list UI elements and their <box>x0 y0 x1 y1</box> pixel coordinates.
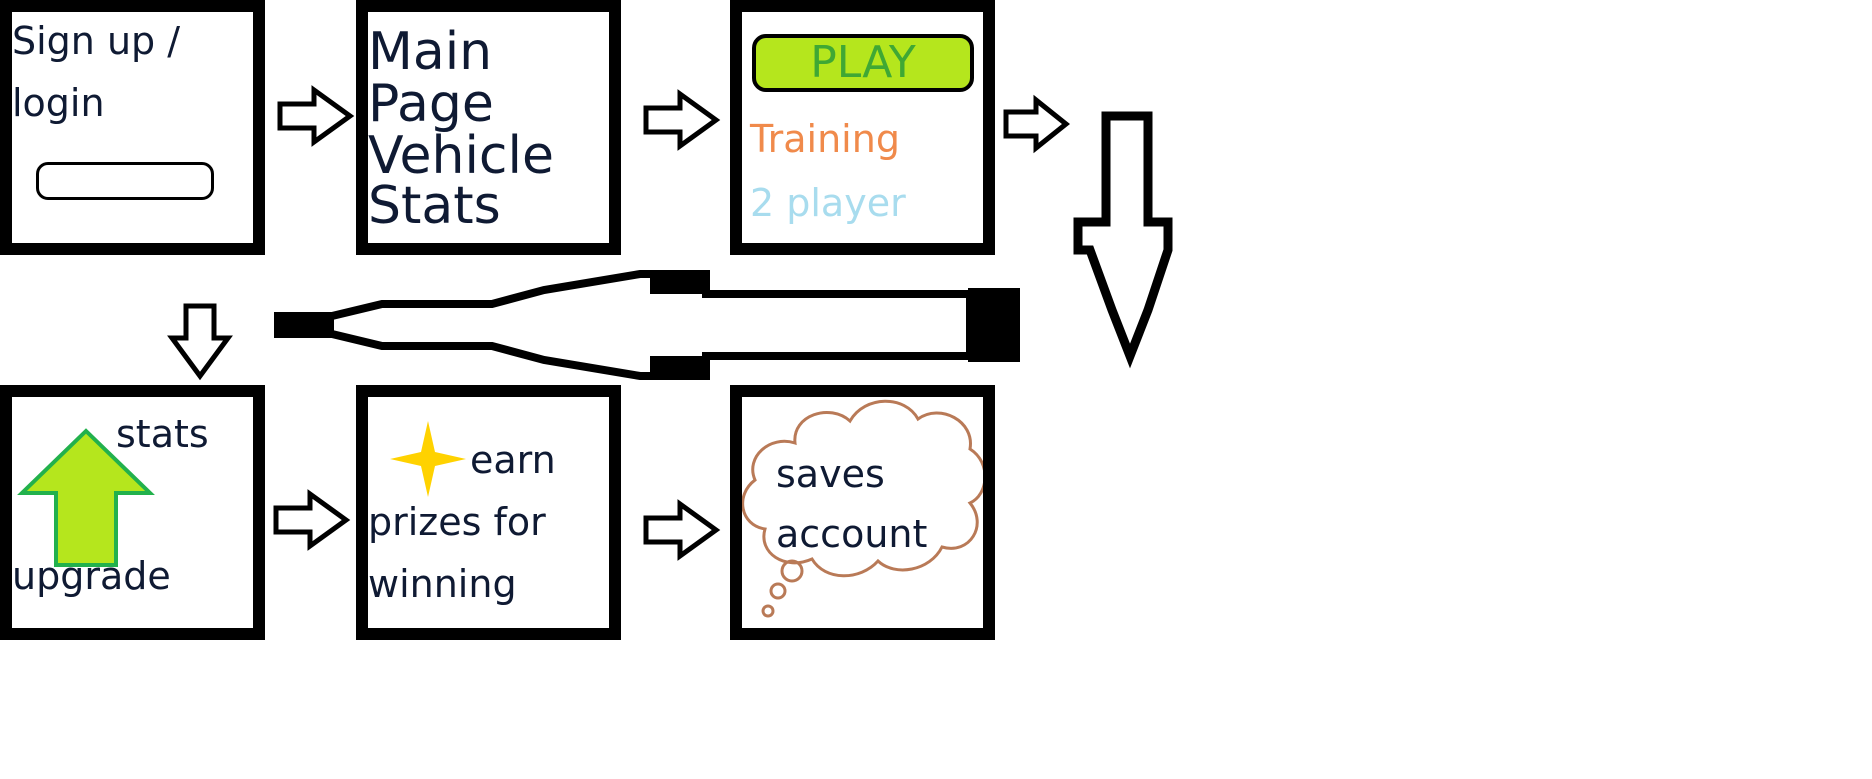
signup-label-line1: Sign up / <box>12 19 181 63</box>
arrow-right-icon <box>643 499 721 561</box>
prizes-line3: winning <box>368 562 517 606</box>
login-input-field[interactable] <box>36 162 214 200</box>
play-button-label: PLAY <box>810 37 916 88</box>
star-icon <box>390 421 466 497</box>
arrow-right-icon <box>1003 94 1071 154</box>
main-page-line3: Vehicle <box>368 126 554 186</box>
prizes-line2: prizes for <box>368 500 546 544</box>
main-page-box: Main Page Vehicle Stats <box>356 0 621 255</box>
long-arrow-left-icon <box>274 270 1020 380</box>
stats-label: stats <box>116 412 209 456</box>
training-option[interactable]: Training <box>750 117 900 161</box>
arrow-right-icon <box>643 89 721 151</box>
play-menu-box: PLAY Training 2 player <box>730 0 995 255</box>
arrow-down-icon <box>1073 111 1173 369</box>
prizes-line1: earn <box>470 438 556 482</box>
arrow-down-icon <box>167 303 233 381</box>
signup-box: Sign up / login <box>0 0 265 255</box>
saves-box: saves account <box>730 385 995 640</box>
signup-label-line2: login <box>12 81 105 125</box>
play-button[interactable]: PLAY <box>752 34 974 92</box>
main-page-line2: Page <box>368 74 494 134</box>
two-player-option[interactable]: 2 player <box>750 181 906 225</box>
main-page-line4: Stats <box>368 176 501 236</box>
arrow-up-icon <box>17 428 155 567</box>
prizes-box: earn prizes for winning <box>356 385 621 640</box>
upgrade-label: upgrade <box>12 554 171 598</box>
thought-cloud-icon <box>742 399 983 618</box>
saves-line1: saves <box>776 452 885 496</box>
saves-line2: account <box>776 512 928 556</box>
arrow-right-icon <box>277 85 355 147</box>
arrow-right-icon <box>273 489 351 551</box>
upgrade-box: stats upgrade <box>0 385 265 640</box>
main-page-line1: Main <box>368 22 493 82</box>
